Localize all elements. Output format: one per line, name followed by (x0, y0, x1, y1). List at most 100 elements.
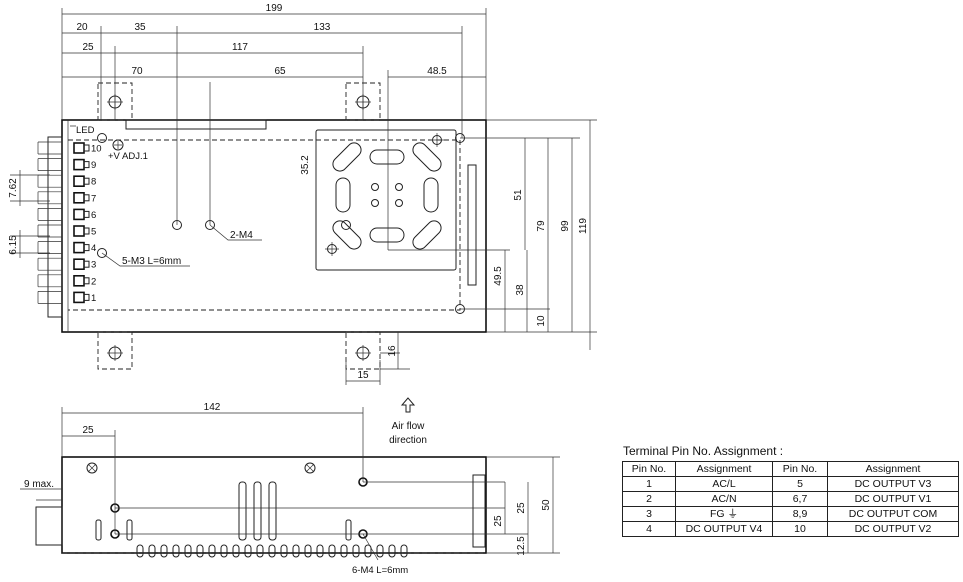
bottom-vent (232, 544, 240, 558)
dim-133: 133 (314, 22, 331, 33)
table-cell: 1 (622, 476, 676, 492)
top-tab-3 (97, 331, 133, 370)
terminal-number: 3 (91, 260, 96, 271)
bottom-vent (268, 544, 276, 558)
pin-table-header-row: Pin No. Assignment Pin No. Assignment (622, 461, 959, 477)
table-cell: DC OUTPUT V3 (827, 476, 959, 492)
table-row: 3 FG ⏚ 8,9 DC OUTPUT COM (622, 506, 959, 522)
terminal-number: 9 (91, 160, 96, 171)
dim-35: 35 (134, 22, 146, 33)
top-horizontal-dimensions (61, 8, 487, 385)
table-row: 2 AC/N 6,7 DC OUTPUT V1 (622, 491, 959, 507)
table-cell: DC OUTPUT V4 (675, 521, 773, 537)
dim-6-15: 6.15 (8, 235, 19, 255)
side-housing-outline (61, 456, 487, 554)
screw-left-2 (97, 248, 107, 258)
airflow-label-1: Air flow (392, 421, 426, 432)
terminal-number: 2 (91, 276, 96, 287)
table-cell: 2 (622, 491, 676, 507)
table-cell: 8,9 (772, 506, 828, 522)
dim-25: 25 (82, 42, 94, 53)
side-connector (35, 506, 63, 546)
top-tab-4 (345, 331, 381, 370)
terminal-number: 7 (91, 193, 96, 204)
bottom-vent (160, 544, 168, 558)
header-pin-no-2: Pin No. (772, 461, 828, 477)
side-right-slot (472, 474, 486, 548)
dim-70: 70 (131, 66, 143, 77)
terminal-number: 10 (91, 144, 102, 155)
dim-199: 199 (266, 3, 283, 14)
dim-25-side: 25 (82, 425, 94, 436)
bottom-vent (136, 544, 144, 558)
header-pin-no-1: Pin No. (622, 461, 676, 477)
pin-assignment-table: Pin No. Assignment Pin No. Assignment 1 … (622, 461, 959, 537)
terminal-2: 2 (37, 274, 96, 287)
top-right-slot (467, 164, 477, 286)
bottom-vent (328, 544, 336, 558)
side-m4-label: 6-M4 L=6mm (352, 565, 408, 576)
airflow-label-2: direction (389, 435, 427, 446)
dim-7-62: 7.62 (8, 178, 19, 198)
dim-50: 50 (541, 499, 552, 511)
dim-25-a: 25 (493, 515, 504, 527)
header-assignment-1: Assignment (675, 461, 773, 477)
fan-grille (315, 129, 457, 271)
dim-38: 38 (515, 284, 526, 296)
dim-48-5: 48.5 (427, 66, 447, 77)
table-cell: 3 (622, 506, 676, 522)
dim-9-max: 9 max. (24, 479, 54, 490)
dim-16: 16 (387, 345, 398, 357)
bottom-vent (196, 544, 204, 558)
terminal-5: 5 (37, 224, 96, 238)
bottom-vent (316, 544, 324, 558)
bottom-vent (340, 544, 348, 558)
pin-table-title: Terminal Pin No. Assignment : (623, 444, 784, 458)
m4-label: 2-M4 (230, 230, 253, 241)
bottom-vent (208, 544, 216, 558)
table-cell: AC/N (675, 491, 773, 507)
adj-potentiometer-icon (112, 139, 124, 151)
table-cell: 4 (622, 521, 676, 537)
table-cell: FG ⏚ (675, 506, 773, 522)
dim-12-5: 12.5 (516, 536, 527, 556)
led-label: LED (76, 125, 95, 136)
table-cell: 6,7 (772, 491, 828, 507)
bottom-vent (244, 544, 252, 558)
table-cell: DC OUTPUT V1 (827, 491, 959, 507)
bottom-vent (172, 544, 180, 558)
dim-20: 20 (76, 22, 88, 33)
dim-15: 15 (357, 370, 369, 381)
bottom-vent (388, 544, 396, 558)
table-cell: DC OUTPUT COM (827, 506, 959, 522)
bottom-vent (292, 544, 300, 558)
adj-label: +V ADJ.1 (108, 151, 148, 162)
dim-119: 119 (578, 218, 589, 234)
dim-99: 99 (560, 220, 571, 232)
header-assignment-2: Assignment (827, 461, 959, 477)
bottom-vent (304, 544, 312, 558)
bottom-vent (220, 544, 228, 558)
side-screw-1 (86, 462, 98, 474)
bottom-vent (148, 544, 156, 558)
table-row: 1 AC/L 5 DC OUTPUT V3 (622, 476, 959, 492)
dim-117: 117 (232, 42, 248, 53)
terminal-8: 8 (37, 174, 96, 188)
terminal-10: 10 (37, 141, 102, 155)
table-cell: 10 (772, 521, 828, 537)
screw-center (341, 220, 351, 230)
table-cell: 5 (772, 476, 828, 492)
top-dashed-boundary (68, 139, 461, 311)
table-row: 4 DC OUTPUT V4 10 DC OUTPUT V2 (622, 521, 959, 537)
side-view: 142 25 9 max. 25 25 50 12.5 Air flow dir… (20, 397, 560, 576)
table-cell: AC/L (675, 476, 773, 492)
terminal-number: 5 (91, 227, 96, 238)
terminal-number: 8 (91, 177, 96, 188)
dim-35-2: 35.2 (300, 155, 311, 175)
pin-assignment-panel: Terminal Pin No. Assignment : Pin No. As… (622, 444, 960, 537)
bottom-vent (280, 544, 288, 558)
terminal-1: 1 (37, 291, 96, 304)
bottom-vent (256, 544, 264, 558)
